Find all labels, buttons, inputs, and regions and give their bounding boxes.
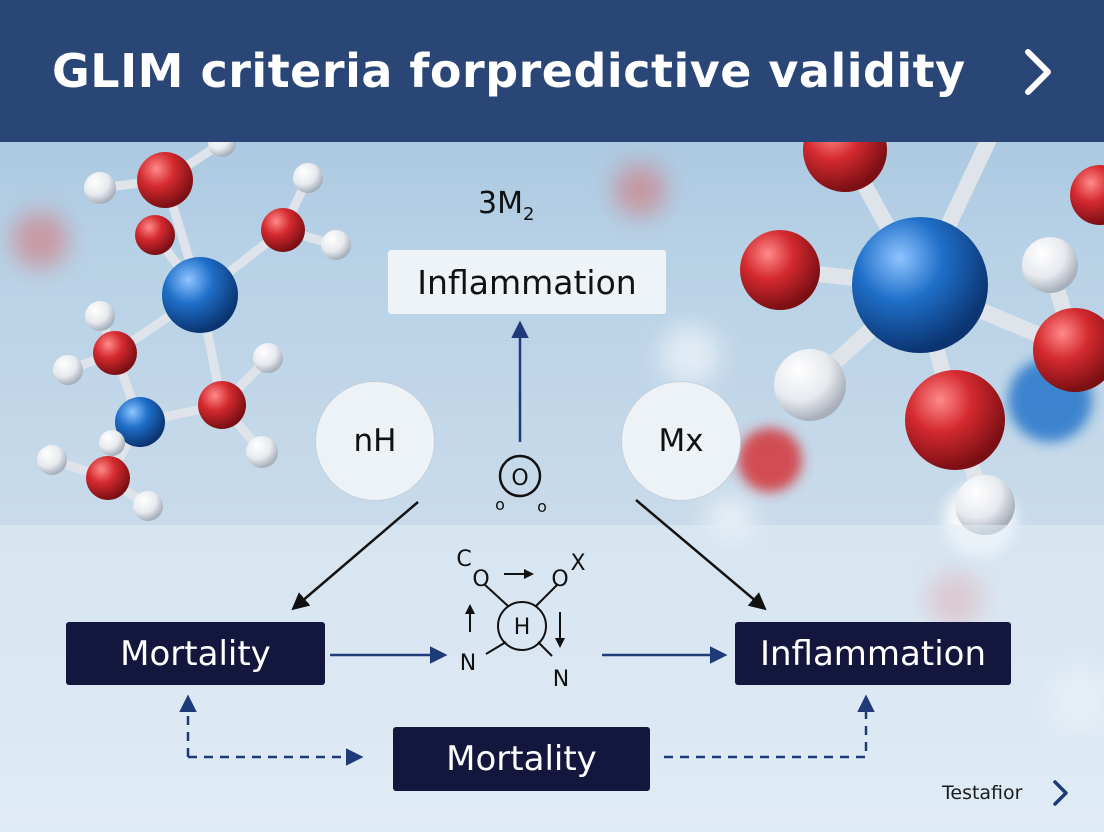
top-inflammation-box: Inflammation	[388, 250, 666, 314]
bottom-box-label: Mortality	[446, 739, 597, 779]
formula-label: 3M2	[478, 186, 534, 225]
left-box-label: Mortality	[120, 633, 271, 674]
formula-main: 3M	[478, 186, 523, 221]
bottom-mortality-box: Mortality	[393, 727, 650, 791]
chevron-right-icon[interactable]	[1014, 42, 1064, 102]
footer-label[interactable]: Testafior	[942, 782, 1023, 804]
formula-subscript: 2	[522, 204, 535, 225]
right-inflammation-box: Inflammation	[735, 622, 1011, 685]
left-circle-label: nH	[353, 423, 397, 459]
chevron-right-icon[interactable]	[1050, 778, 1072, 808]
page-title: GLIM criteria forpredictive validity	[52, 44, 966, 98]
title-bar	[0, 0, 1104, 142]
right-circle-node: Mx	[621, 381, 741, 501]
left-mortality-box: Mortality	[66, 622, 325, 685]
right-circle-label: Mx	[658, 423, 704, 459]
right-box-label: Inflammation	[759, 633, 987, 674]
top-box-label: Inflammation	[417, 262, 637, 302]
left-circle-node: nH	[315, 381, 435, 501]
